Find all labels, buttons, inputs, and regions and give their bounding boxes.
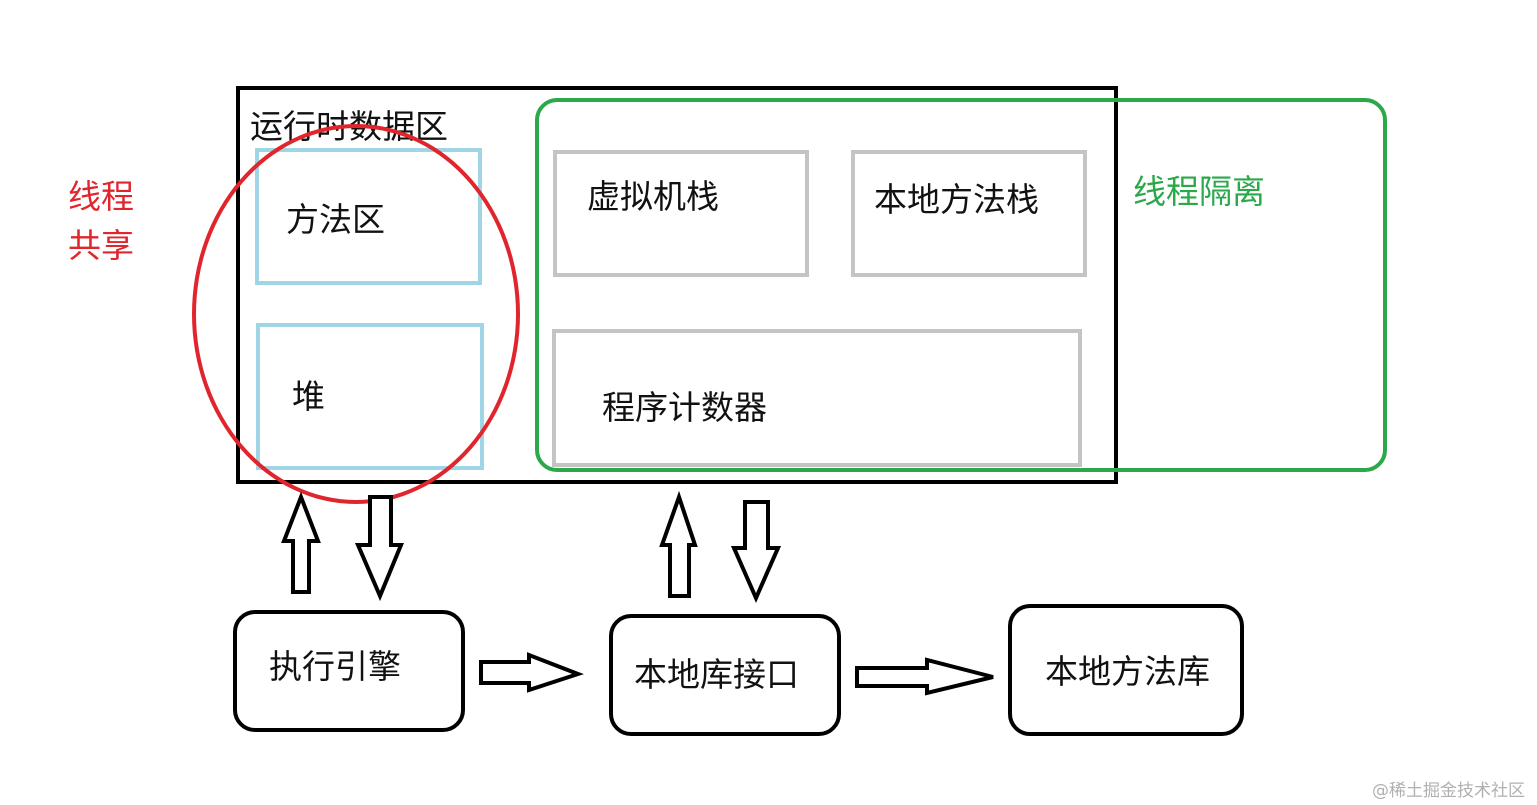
native-method-stack-label: 本地方法栈 bbox=[874, 180, 1039, 219]
right-arrow-icon bbox=[479, 652, 584, 693]
program-counter-label: 程序计数器 bbox=[602, 388, 767, 427]
thread-isolated-label: 线程隔离 bbox=[1133, 172, 1265, 211]
thread-shared-label-line1: 线程 bbox=[68, 177, 134, 216]
down-arrow-icon bbox=[354, 495, 404, 602]
program-counter-box bbox=[552, 329, 1082, 467]
execution-engine-label: 执行引擎 bbox=[269, 647, 401, 686]
up-arrow-icon bbox=[281, 491, 321, 594]
thread-shared-label-line2: 共享 bbox=[68, 226, 134, 265]
execution-engine-box bbox=[233, 610, 465, 732]
vm-stack-label: 虚拟机栈 bbox=[587, 177, 719, 216]
watermark: @稀土掘金技术社区 bbox=[1372, 781, 1525, 801]
up-arrow-icon bbox=[659, 490, 698, 598]
native-interface-box bbox=[609, 614, 841, 736]
thread-isolated-zone bbox=[535, 98, 1387, 472]
vm-stack-box bbox=[553, 150, 809, 277]
native-interface-label: 本地库接口 bbox=[634, 655, 799, 694]
right-arrow-icon bbox=[855, 657, 994, 696]
native-library-box bbox=[1008, 604, 1244, 736]
native-method-stack-box bbox=[851, 150, 1087, 277]
thread-shared-ellipse bbox=[192, 124, 520, 504]
down-arrow-icon bbox=[730, 500, 782, 603]
native-library-label: 本地方法库 bbox=[1045, 652, 1210, 691]
